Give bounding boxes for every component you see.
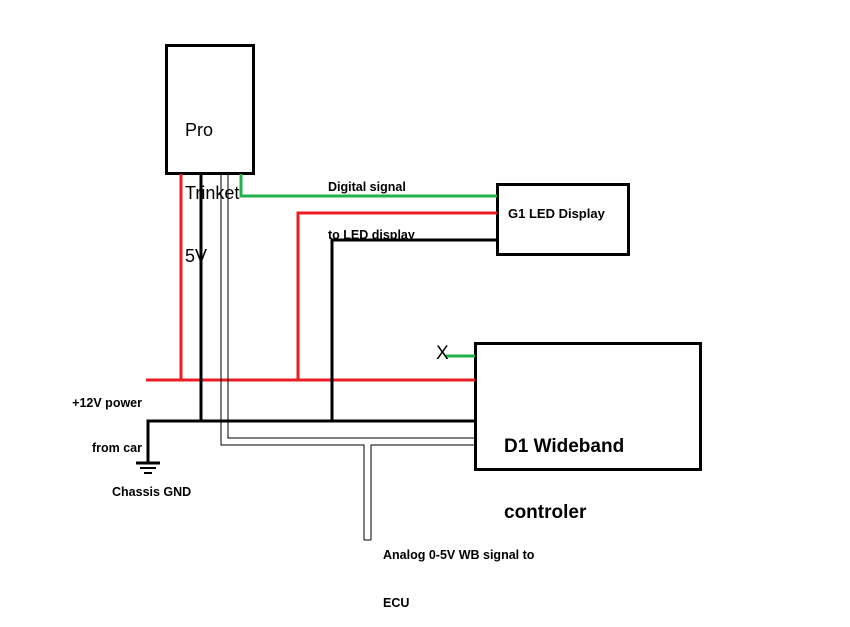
pro-trinket-line1: Pro xyxy=(185,120,214,140)
pro-trinket-box xyxy=(165,44,255,175)
power-label: +12V power from car xyxy=(60,366,142,471)
signal-wire-digital xyxy=(239,174,497,198)
analog-signal-wire xyxy=(220,174,475,541)
wideband-box xyxy=(474,342,702,471)
unused-wire-x-marker: X xyxy=(436,343,449,364)
led-display-label: G1 LED Display xyxy=(508,206,605,221)
wiring-diagram xyxy=(136,44,702,541)
pro-trinket-line2: Trinket xyxy=(185,183,240,203)
wideband-label: D1 Wideband controler xyxy=(504,392,624,546)
ground-wire-display xyxy=(330,238,497,421)
power-line2: from car xyxy=(91,441,142,455)
ground-wire-main xyxy=(146,419,475,462)
digital-signal-line2: to LED display xyxy=(328,228,415,242)
ground-label: Chassis GND xyxy=(112,485,192,499)
wideband-line2: controler xyxy=(504,502,587,523)
power-line1: +12V power xyxy=(72,396,142,410)
led-display-box xyxy=(496,183,630,256)
power-wire-display xyxy=(296,211,497,380)
analog-signal-label: Analog 0-5V WB signal to ECU xyxy=(383,515,534,627)
pro-trinket-label: Pro Trinket 5V xyxy=(185,78,239,288)
ground-symbol-icon xyxy=(136,461,160,474)
pro-trinket-line3: 5V xyxy=(185,246,208,266)
analog-signal-line2: ECU xyxy=(383,596,410,610)
analog-signal-line1: Analog 0-5V WB signal to xyxy=(383,548,535,562)
digital-signal-label: Digital signal to LED display xyxy=(328,147,415,259)
wideband-line1: D1 Wideband xyxy=(504,436,625,457)
digital-signal-line1: Digital signal xyxy=(328,180,406,194)
